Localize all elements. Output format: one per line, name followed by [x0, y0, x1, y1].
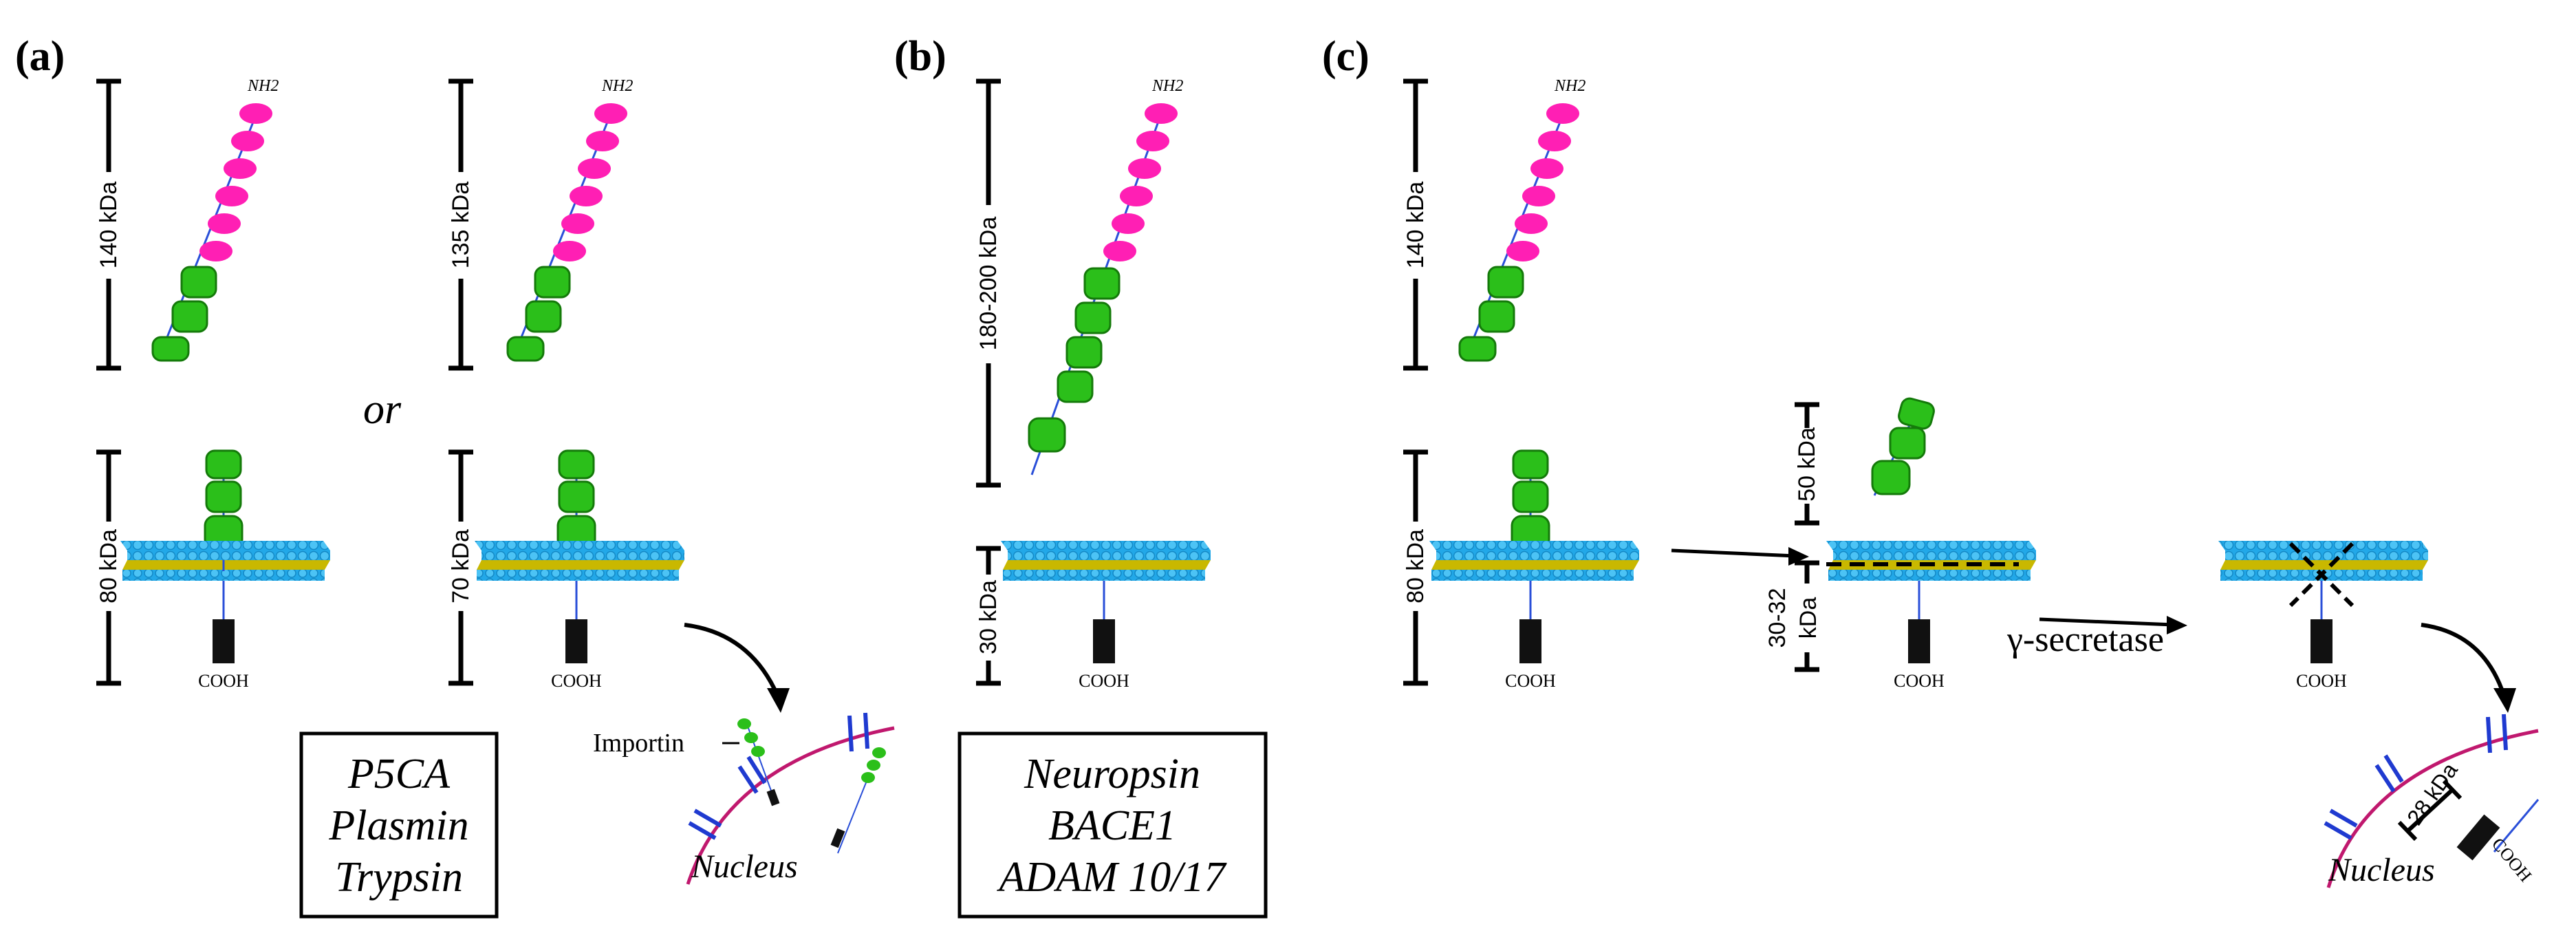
released-fragment-c — [1871, 397, 1935, 496]
cooh-label-a-left: COOH — [198, 671, 249, 691]
size-label-c-mid-top: 50 kDa — [1794, 427, 1820, 502]
protease-b-1: Neuropsin — [1024, 751, 1200, 798]
nucleus-a — [686, 712, 895, 885]
arrowhead-c-left-to-mid — [1788, 547, 1809, 566]
membrane-stub-b — [1001, 541, 1211, 663]
nh2-label-b: NH2 — [1151, 77, 1183, 95]
size-label-c-left-top: 140 kDa — [1403, 182, 1429, 269]
arrowhead-c-to-nucleus — [2493, 688, 2516, 713]
size-label-a-right-top: 135 kDa — [448, 182, 474, 269]
cooh-label-b: COOH — [1079, 671, 1129, 691]
cooh-label-c-mid: COOH — [1894, 671, 1945, 691]
size-label-a-left-top: 140 kDa — [96, 182, 122, 269]
cleaved-ectodomain-c-left — [1458, 103, 1579, 362]
protease-b-3: ADAM 10/17 — [997, 854, 1228, 901]
scale-bar-c-mid-top — [1795, 402, 1819, 526]
arrow-c-to-nucleus — [2421, 623, 2506, 696]
arrowhead-a-to-nucleus — [767, 688, 790, 713]
scale-bar-c-mid-bottom — [1764, 560, 1825, 672]
nh2-label-a-right: NH2 — [601, 77, 633, 95]
scale-bar-a-left-bottom — [96, 449, 121, 686]
scale-bar-a-right-bottom — [448, 449, 473, 686]
membrane-stub-a-right — [475, 449, 684, 663]
importin-label: Importin — [593, 729, 684, 758]
panel-label-b: (b) — [894, 33, 946, 80]
size-label-b-bottom: 30 kDa — [975, 580, 1002, 654]
protease-a-1: P5CA — [347, 751, 451, 798]
nh2-label-a-left: NH2 — [247, 77, 279, 95]
gamma-secretase-label: γ-secretase — [2006, 620, 2164, 659]
cooh-label-c-nuclear: COOH — [2488, 834, 2536, 886]
panel-label-c: (c) — [1322, 33, 1370, 80]
nucleus-c — [2324, 714, 2540, 888]
membrane-stub-c-left — [1429, 449, 1639, 663]
nucleus-label-a: Nucleus — [691, 848, 798, 885]
protease-b-2: BACE1 — [1048, 802, 1176, 849]
cooh-label-c-right: COOH — [2296, 671, 2347, 691]
size-label-b-top: 180-200 kDa — [975, 217, 1002, 351]
cleaved-ectodomain-a-left — [151, 103, 272, 362]
arrow-a-to-nucleus — [684, 623, 779, 696]
size-label-a-left-bottom: 80 kDa — [96, 529, 122, 603]
cleaved-ectodomain-b — [1028, 103, 1178, 475]
protease-a-3: Trypsin — [335, 854, 463, 901]
or-label: or — [363, 386, 402, 433]
scale-bar-c-left-top — [1403, 78, 1428, 371]
cleaved-ectodomain-a-right — [506, 103, 627, 362]
nh2-label-c: NH2 — [1554, 77, 1585, 95]
scale-bar-c-left-bottom — [1403, 449, 1428, 686]
scale-bar-a-right-top — [448, 78, 473, 371]
scale-bar-a-left-top — [96, 78, 121, 371]
scale-bar-b-top — [976, 78, 1001, 488]
membrane-stub-a-left — [120, 449, 330, 663]
size-label-c-mid-bottom-2: kDa — [1795, 597, 1821, 639]
size-label-c-left-bottom: 80 kDa — [1403, 529, 1429, 603]
cooh-label-c-left: COOH — [1505, 671, 1556, 691]
size-label-c-mid-bottom-1: 30-32 — [1764, 588, 1790, 648]
protease-a-2: Plasmin — [328, 802, 468, 849]
membrane-stub-c-mid — [1826, 541, 2036, 663]
cooh-label-a-right: COOH — [551, 671, 602, 691]
arrowhead-gamma-secretase — [2167, 616, 2187, 634]
membrane-stub-c-right — [2218, 541, 2428, 663]
panel-label-a: (a) — [15, 33, 65, 80]
scale-bar-b-bottom — [976, 546, 1001, 686]
arrow-c-left-to-mid — [1671, 548, 1796, 558]
arrow-gamma-secretase — [2039, 617, 2174, 627]
protease-box-a — [299, 731, 499, 919]
nucleus-label-c: Nucleus — [2328, 852, 2435, 888]
size-label-a-right-bottom: 70 kDa — [448, 529, 474, 603]
protease-box-b — [957, 731, 1268, 919]
